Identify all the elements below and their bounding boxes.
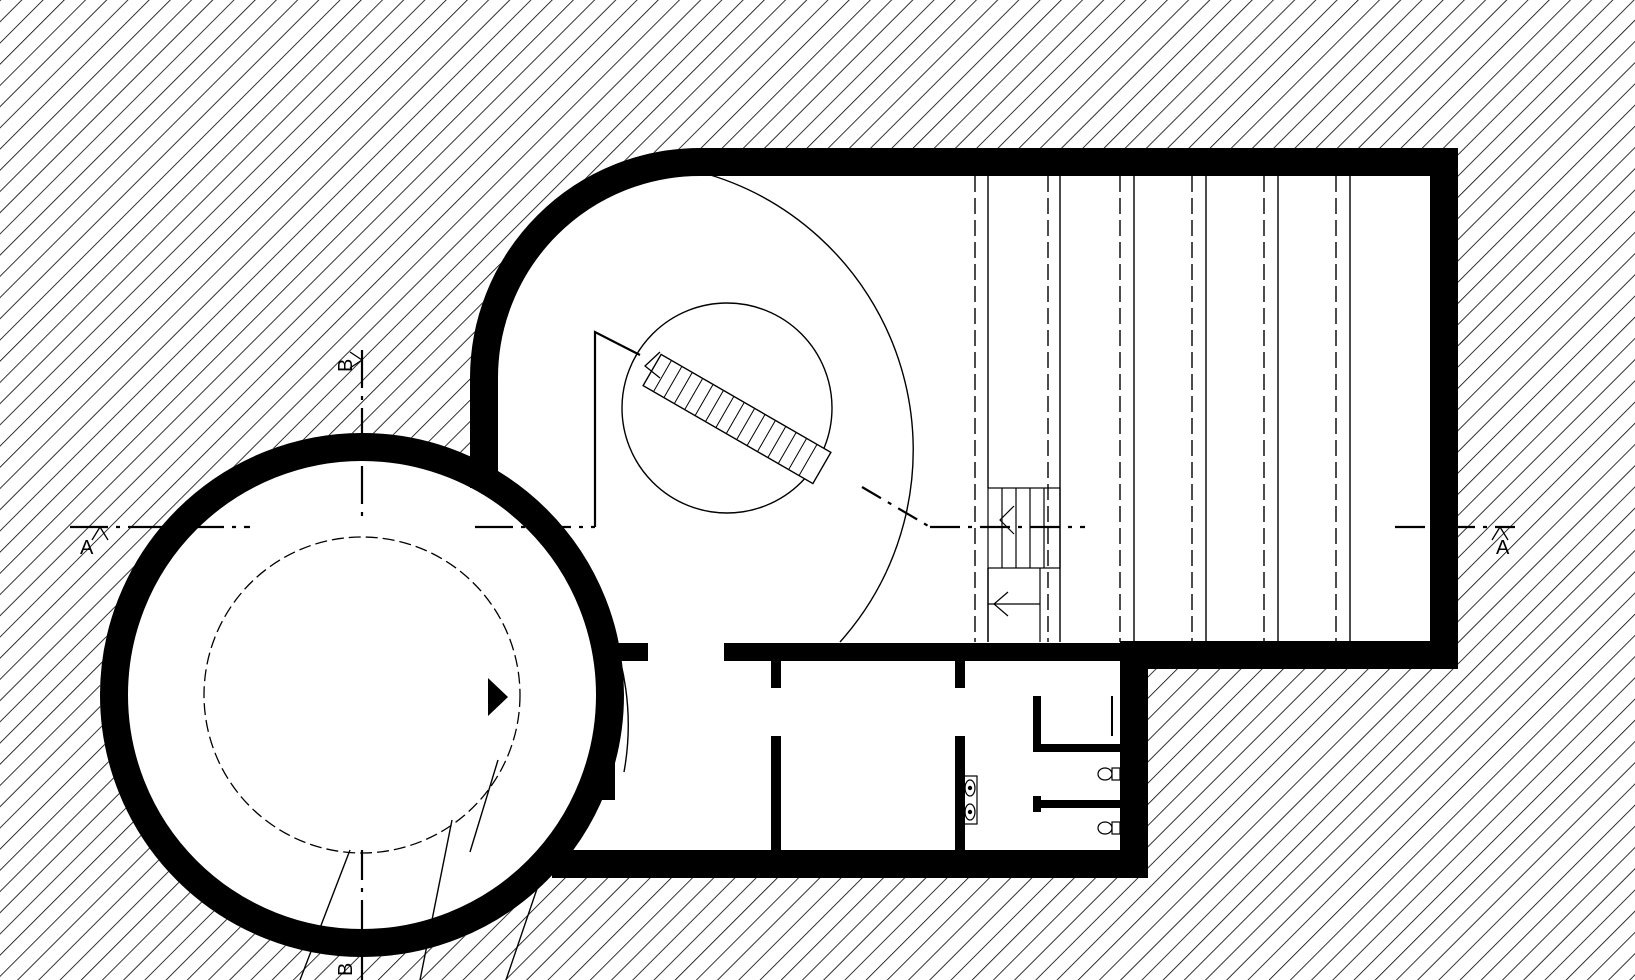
walls [100,148,1458,957]
section-label-b-top: B [335,359,357,372]
section-lines [70,330,1515,980]
section-label-b-bottom: B [335,963,357,976]
thin-outlines [299,171,1351,980]
toilet-icon [1097,767,1121,835]
washbasin-icon [962,775,978,825]
partitions [594,643,1134,852]
spiral-stair-icon [621,302,833,514]
section-marker-arrows [91,351,1509,541]
triangle-right-icon [488,678,508,716]
section-label-a-right: A [1496,537,1510,559]
section-label-a-left: A [80,537,94,559]
